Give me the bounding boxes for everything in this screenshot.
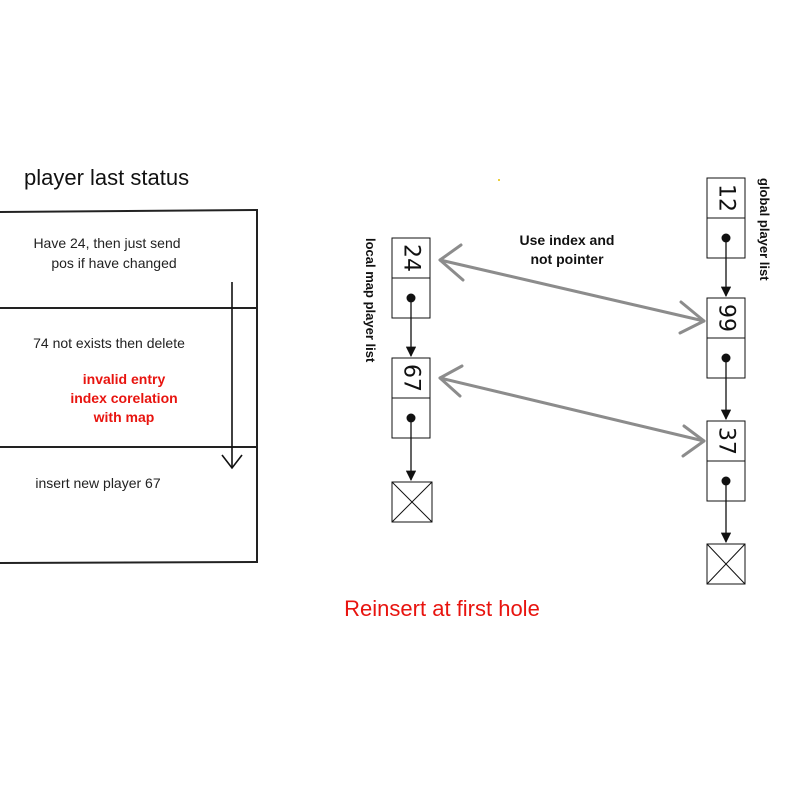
global-node-value: 12 <box>714 184 739 212</box>
global-player-list: global player list 12 99 37 <box>706 177 772 585</box>
status-panel: player last status Have 24, then just se… <box>0 165 258 564</box>
index-link-24-99-arrow <box>438 243 706 335</box>
panel-outline <box>0 208 258 564</box>
local-node-value: 24 <box>399 244 424 272</box>
local-node-67: 67 <box>391 357 431 439</box>
global-node-value: 37 <box>714 427 739 455</box>
local-player-list: local map player list 24 67 <box>363 237 433 523</box>
iteration-arrow-head <box>221 454 243 470</box>
row1-text-line2: pos if have changed <box>51 255 176 271</box>
row2-text: 74 not exists then delete <box>33 335 185 351</box>
row2-warning-line1: invalid entry <box>83 371 166 387</box>
status-panel-title: player last status <box>24 165 189 190</box>
row3-text: insert new player 67 <box>35 475 161 491</box>
global-list-label: global player list <box>757 178 772 281</box>
row1-text-line1: Have 24, then just send <box>33 235 180 251</box>
reinsert-caption: Reinsert at first hole <box>344 596 540 621</box>
local-list-label: local map player list <box>363 238 378 363</box>
row2-warning-line3: with map <box>93 409 155 425</box>
index-link-67-37-arrow <box>438 364 706 458</box>
global-node-value: 99 <box>714 304 739 332</box>
local-null-node <box>391 481 433 523</box>
index-links <box>438 243 706 458</box>
note-line2: not pointer <box>530 251 604 267</box>
stray-dot <box>498 179 500 181</box>
row2-warning-line2: index corelation <box>70 390 177 406</box>
local-node-value: 67 <box>399 364 424 392</box>
global-null-node <box>706 543 746 585</box>
note-line1: Use index and <box>520 232 615 248</box>
